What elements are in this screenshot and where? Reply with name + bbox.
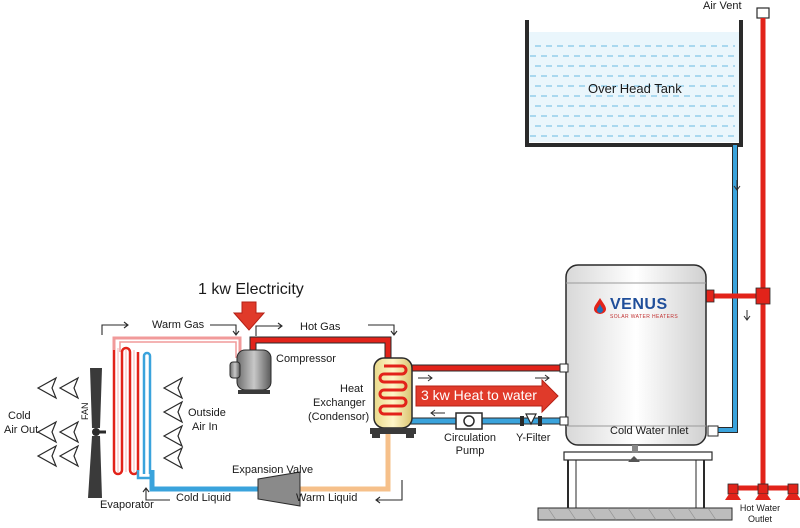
water-drop-icon xyxy=(594,298,606,314)
heat-arrow xyxy=(415,378,559,414)
fan xyxy=(88,368,106,498)
electricity-arrow xyxy=(232,301,266,331)
air-vent-pipe xyxy=(756,7,770,488)
cold-air-out-arrows xyxy=(36,376,80,468)
refrigerant-circuit xyxy=(112,336,392,492)
cold-liquid-label: Cold Liquid xyxy=(176,492,232,504)
overhead-tank xyxy=(525,20,743,147)
compressor xyxy=(229,349,272,394)
evaporator-coil xyxy=(112,346,154,480)
air-vent-label: Air Vent xyxy=(703,0,742,12)
heat-exchanger-label-2: Exchanger xyxy=(313,397,366,409)
circulation-pump-label-2: Pump xyxy=(455,445,485,457)
hot-gas-label: Hot Gas xyxy=(300,321,341,333)
warm-liquid-label: Warm Liquid xyxy=(296,492,358,504)
overhead-tank-label: Over Head Tank xyxy=(588,81,682,96)
hot-water-outlet-label-1: Hot Water xyxy=(739,503,781,513)
brand-name: VENUS xyxy=(610,296,668,313)
heat-to-water-label: 3 kw Heat to water xyxy=(421,387,537,403)
cold-air-out-label-1: Cold xyxy=(8,410,31,422)
fan-label: FAN xyxy=(80,402,90,420)
expansion-valve xyxy=(257,471,301,507)
heat-exchanger xyxy=(370,357,416,438)
hot-water-outlet-label-2: Outlet xyxy=(747,514,772,524)
cold-water-inlet-label: Cold Water Inlet xyxy=(610,425,689,437)
heat-exchanger-label-3: (Condensor) xyxy=(308,411,370,423)
evaporator-label: Evaporator xyxy=(100,499,154,511)
outside-air-in-arrows xyxy=(162,376,184,470)
circulation-pump-label-1: Circulation xyxy=(444,432,496,444)
heat-exchanger-label-1: Heat xyxy=(340,383,364,395)
cold-air-out-label-2: Air Out xyxy=(4,424,39,436)
cold-inlet-fitting xyxy=(707,425,719,437)
outside-air-in-label-2: Air In xyxy=(192,421,218,433)
hot-water-outlet-manifold xyxy=(725,483,800,500)
y-filter-label: Y-Filter xyxy=(516,432,551,444)
outside-air-in-label-1: Outside xyxy=(188,407,226,419)
venus-logo: VENUS SOLAR WATER HEATERS xyxy=(594,296,688,326)
cold-feed-pipe xyxy=(712,145,741,433)
compressor-label: Compressor xyxy=(276,353,336,365)
brand-tagline: SOLAR WATER HEATERS xyxy=(610,314,679,320)
warm-gas-label: Warm Gas xyxy=(152,319,205,331)
water-loop xyxy=(408,363,569,430)
electricity-label: 1 kw Electricity xyxy=(198,281,304,298)
expansion-valve-label: Expansion Valve xyxy=(232,464,314,476)
